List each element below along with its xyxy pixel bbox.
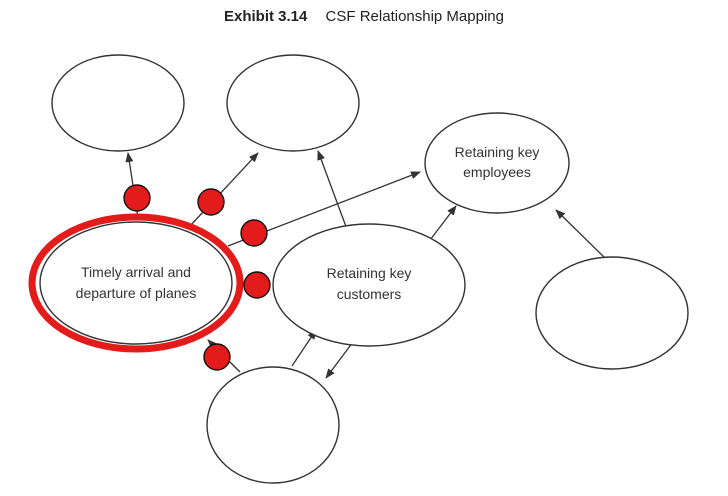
edge-timely-to-top-middle — [189, 152, 259, 227]
svg-text:employees: employees — [463, 164, 531, 180]
node-top-left — [51, 54, 185, 152]
svg-text:Retaining key: Retaining key — [455, 144, 540, 160]
marker-dot — [123, 184, 151, 212]
node-bottom-blank — [206, 366, 340, 484]
marker-dot — [243, 271, 271, 299]
node-label-line: departure of planes — [76, 285, 197, 301]
edge-bottom-to-customers — [291, 329, 317, 367]
node-top-middle — [226, 54, 360, 152]
svg-text:Timely arrival and: Timely arrival and — [81, 264, 191, 280]
edge-customers-to-employees — [429, 205, 457, 241]
node-right-blank — [535, 256, 689, 370]
title-text: CSF Relationship Mapping — [325, 8, 504, 25]
node-label-line: Retaining key — [455, 144, 540, 160]
node-retaining-employees: Retaining key employees — [424, 112, 570, 214]
exhibit-number: Exhibit 3.14 — [224, 8, 308, 25]
marker-dot — [240, 219, 268, 247]
marker-dots — [123, 184, 271, 371]
edge-right-to-employees — [555, 209, 606, 259]
node-retaining-customers: Retaining key customers — [272, 223, 466, 347]
svg-text:customers: customers — [337, 286, 402, 302]
svg-text:departure of planes: departure of planes — [76, 285, 197, 301]
node-label-line: customers — [337, 286, 402, 302]
diagram-title: Exhibit 3.14 CSF Relationship Mapping — [0, 8, 728, 25]
edge-customers-to-top-middle — [317, 150, 349, 233]
marker-dot — [203, 343, 231, 371]
highlight-ring — [28, 213, 244, 353]
node-label-line: employees — [463, 164, 531, 180]
node-label-line: Timely arrival and — [81, 264, 191, 280]
marker-dot — [197, 188, 225, 216]
node-timely-arrival: Timely arrival and departure of planes — [39, 221, 233, 345]
svg-text:Retaining key: Retaining key — [327, 265, 412, 281]
node-label-line: Retaining key — [327, 265, 412, 281]
